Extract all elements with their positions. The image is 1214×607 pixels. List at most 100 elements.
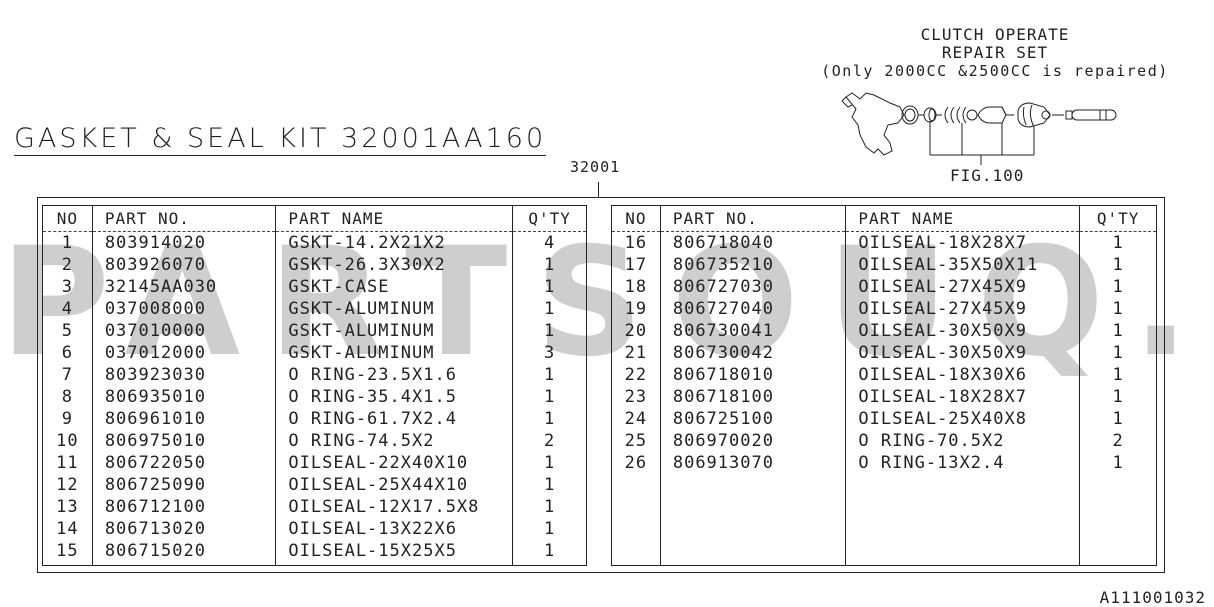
row-qty: 1 [512,298,587,320]
row-part-no[interactable]: 806712100 [91,496,277,518]
row-part-no[interactable]: 806713020 [91,518,277,540]
row-part-name: OILSEAL-18X28X7 [845,231,1081,254]
empty-cell [42,562,93,566]
row-no: 4 [42,298,93,320]
row-no: 24 [611,408,661,430]
row-part-no[interactable]: 806913070 [659,452,847,474]
row-part-no[interactable]: 806730041 [659,320,847,342]
header-part-no: PART NO. [659,205,847,232]
header-no: NO [42,205,93,232]
row-part-no[interactable]: 806718010 [659,364,847,386]
row-no: 12 [42,474,93,496]
row-part-no[interactable]: 803923030 [91,364,277,386]
drawing-code: A111001032 [1099,588,1206,607]
row-part-no[interactable]: 806727040 [659,298,847,320]
row-part-name: GSKT-26.3X30X2 [275,254,514,276]
row-no: 7 [42,364,93,386]
row-no: 19 [611,298,661,320]
row-part-no[interactable]: 32145AA030 [91,276,277,298]
row-part-name: OILSEAL-30X50X9 [845,320,1081,342]
row-no: 16 [611,231,661,254]
row-no: 22 [611,364,661,386]
row-part-no[interactable]: 806935010 [91,386,277,408]
row-no: 2 [42,254,93,276]
row-part-no[interactable]: 806961010 [91,408,277,430]
row-no: 23 [611,386,661,408]
clutch-operate-drawing-icon[interactable] [838,85,1128,165]
row-part-no[interactable]: 037010000 [91,320,277,342]
figure-title-line1: CLUTCH OPERATE [920,25,1070,44]
row-part-name: OILSEAL-30X50X9 [845,342,1081,364]
row-qty: 1 [1079,254,1157,276]
row-no: 14 [42,518,93,540]
row-part-name: OILSEAL-12X17.5X8 [275,496,514,518]
table-filler-row [611,474,1157,566]
row-part-name: OILSEAL-13X22X6 [275,518,514,540]
row-part-no[interactable]: 806722050 [91,452,277,474]
row-qty: 1 [1079,386,1157,408]
row-part-no[interactable]: 806725100 [659,408,847,430]
row-part-no[interactable]: 037012000 [91,342,277,364]
row-part-no[interactable]: 806715020 [91,540,277,562]
row-no: 26 [611,452,661,474]
row-part-no[interactable]: 806970020 [659,430,847,452]
row-qty: 1 [512,452,587,474]
row-part-name: GSKT-ALUMINUM [275,320,514,342]
row-part-name: OILSEAL-27X45X9 [845,276,1081,298]
row-part-no[interactable]: 037008000 [91,298,277,320]
row-part-name: OILSEAL-25X40X8 [845,408,1081,430]
row-part-no[interactable]: 806730042 [659,342,847,364]
figure-label[interactable]: FIG.100 [950,166,1025,185]
row-qty: 1 [512,496,587,518]
row-part-name: OILSEAL-18X28X7 [845,386,1081,408]
empty-cell [275,562,514,566]
row-part-no[interactable]: 806725090 [91,474,277,496]
row-no: 25 [611,430,661,452]
reference-number[interactable]: 32001 [570,158,621,176]
row-part-name: OILSEAL-18X30X6 [845,364,1081,386]
row-part-no[interactable]: 806718100 [659,386,847,408]
row-qty: 2 [512,430,587,452]
row-part-no[interactable]: 803926070 [91,254,277,276]
row-part-no[interactable]: 806735210 [659,254,847,276]
empty-cell [91,562,277,566]
kit-title: GASKET & SEAL KIT 32001AA160 [14,123,547,156]
header-no: NO [611,205,661,232]
row-part-no[interactable]: 806975010 [91,430,277,452]
row-qty: 1 [512,474,587,496]
row-part-no[interactable]: 806718040 [659,231,847,254]
row-part-name: OILSEAL-22X40X10 [275,452,514,474]
row-no: 15 [42,540,93,562]
row-part-no[interactable]: 803914020 [91,231,277,254]
row-qty: 1 [512,408,587,430]
row-no: 9 [42,408,93,430]
row-qty: 1 [512,386,587,408]
row-part-no[interactable]: 806727030 [659,276,847,298]
